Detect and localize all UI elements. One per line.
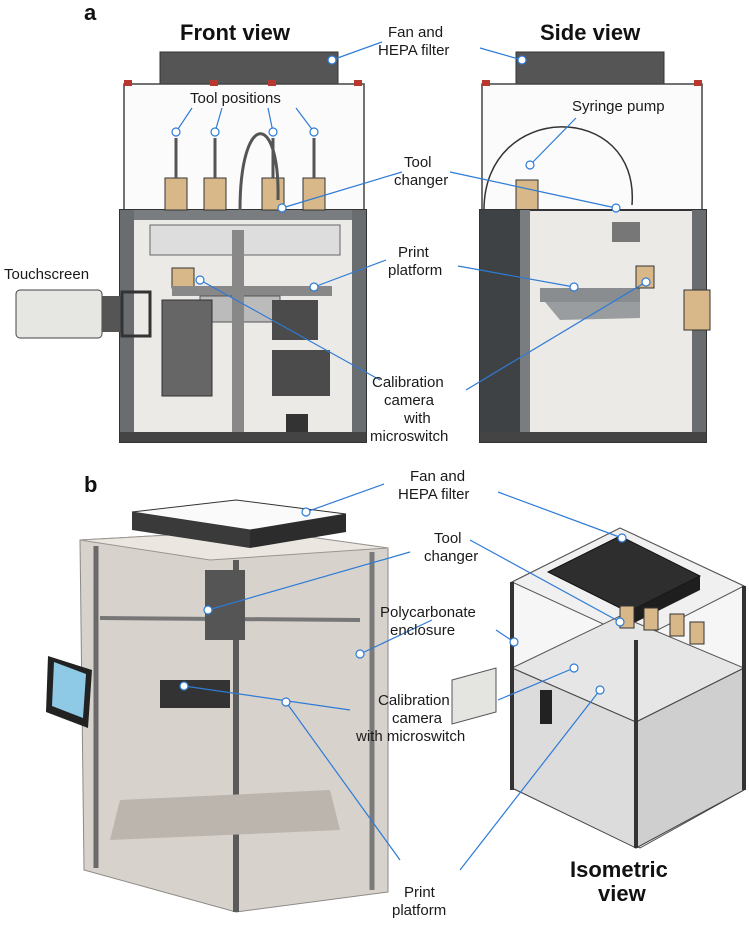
label-polycarbonate-1: Polycarbonate — [380, 604, 476, 621]
label-fan-b-1: Fan and — [410, 468, 466, 485]
label-print-platform-a-2: platform — [388, 262, 443, 279]
label-touchscreen: Touchscreen — [4, 266, 90, 283]
label-syringe-pump: Syringe pump — [572, 98, 665, 115]
side-fan-filter — [515, 51, 665, 87]
side-view-drawing — [479, 51, 711, 443]
label-tool-changer-a-1: Tool — [404, 154, 432, 171]
front-view-title: Front view — [180, 20, 291, 45]
label-calibration-a-3: with — [404, 410, 431, 427]
label-tool-changer-b-2: changer — [424, 548, 479, 565]
label-fan-b-2: HEPA filter — [398, 486, 470, 503]
touchscreen-device — [15, 289, 103, 339]
callout-lines — [171, 41, 651, 871]
panel-b-label: b — [84, 472, 98, 497]
label-fan-a-1: Fan and — [388, 24, 444, 41]
isometric-drawing — [451, 527, 746, 849]
label-tool-changer-a-2: changer — [394, 172, 449, 189]
isometric-title-line1: Isometric — [570, 857, 668, 882]
side-view-title: Side view — [540, 20, 641, 45]
label-print-platform-b-2: platform — [392, 902, 447, 919]
label-calibration-b-3: with microswitch — [356, 728, 466, 745]
label-polycarbonate-2: enclosure — [390, 622, 456, 639]
label-tool-positions: Tool positions — [190, 90, 281, 107]
photo-printer — [46, 499, 389, 913]
label-calibration-a-1: Calibration — [372, 374, 444, 391]
label-print-platform-a-1: Print — [398, 244, 429, 261]
isometric-title-line2: view — [598, 881, 646, 906]
front-view-drawing — [15, 51, 367, 443]
label-tool-changer-b-1: Tool — [434, 530, 462, 547]
label-calibration-b-1: Calibration — [378, 692, 450, 709]
label-calibration-a-4: microswitch — [370, 428, 449, 445]
front-fan-filter — [159, 51, 339, 87]
label-print-platform-b-1: Print — [404, 884, 435, 901]
label-calibration-a-2: camera — [384, 392, 435, 409]
panel-a-label: a — [84, 0, 97, 25]
label-calibration-b-2: camera — [392, 710, 443, 727]
label-fan-a-2: HEPA filter — [378, 42, 450, 59]
